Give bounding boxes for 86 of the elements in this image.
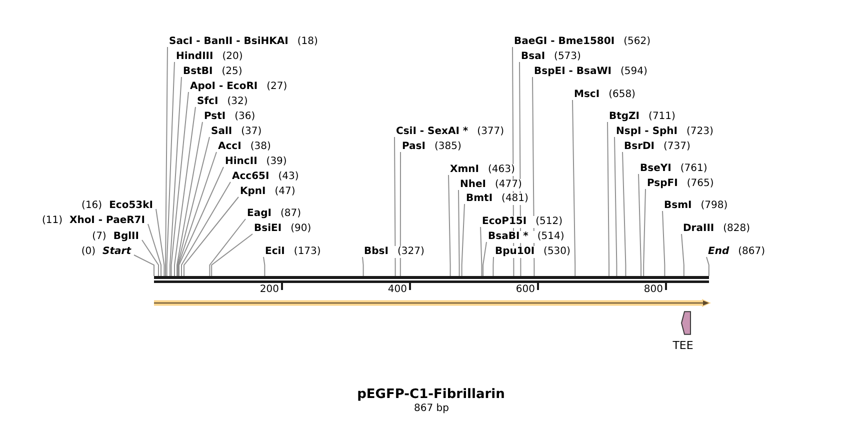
cut-site-label: Bpu10I (530) bbox=[495, 246, 570, 258]
cut-site-label: BsaI (573) bbox=[521, 51, 581, 63]
cut-site-label: BsrDI (737) bbox=[624, 141, 690, 153]
leader-line bbox=[519, 62, 522, 276]
end-label: End (867) bbox=[708, 246, 765, 258]
leader-line bbox=[448, 174, 451, 276]
cut-site-label: PstI (36) bbox=[204, 111, 256, 123]
cut-site-label: HincII (39) bbox=[225, 156, 287, 168]
cut-site-label: XmnI (463) bbox=[450, 164, 515, 176]
cut-site-label: (16) Eco53kI bbox=[82, 200, 153, 212]
dna-backbone bbox=[154, 276, 709, 283]
cut-site-label: BmtI (481) bbox=[466, 193, 528, 205]
leader-line bbox=[362, 256, 364, 276]
leader-line bbox=[461, 204, 465, 276]
cut-site-label: NheI (477) bbox=[460, 179, 522, 191]
leader-line bbox=[400, 152, 401, 276]
tick-label: 800 bbox=[644, 284, 663, 296]
cut-site-label: EagI (87) bbox=[247, 208, 301, 220]
cut-site-label: PspFI (765) bbox=[647, 178, 714, 190]
leader-line bbox=[643, 188, 646, 276]
leader-line bbox=[681, 234, 684, 276]
leader-line bbox=[211, 234, 253, 276]
leader-line bbox=[142, 240, 159, 276]
leader-line bbox=[638, 174, 642, 276]
leader-line bbox=[482, 242, 487, 276]
leader-line bbox=[170, 76, 182, 276]
cut-site-label: SalI (37) bbox=[211, 126, 262, 138]
leader-line bbox=[614, 136, 618, 276]
leader-line bbox=[184, 196, 239, 276]
cut-site-label: CsiI - SexAI * (377) bbox=[396, 126, 504, 138]
tick-label: 600 bbox=[516, 284, 535, 296]
cut-site-label: BtgZI (711) bbox=[609, 111, 676, 123]
leader-line bbox=[480, 226, 482, 276]
cut-site-label: KpnI (47) bbox=[240, 186, 296, 198]
cut-site-label: Acc65I (43) bbox=[232, 171, 299, 183]
cut-site-label: BbsI (327) bbox=[364, 246, 424, 258]
leader-line bbox=[706, 256, 710, 276]
cut-site-label: AccI (38) bbox=[218, 141, 271, 153]
leader-line bbox=[178, 152, 217, 276]
cut-site-label: BsaBI * (514) bbox=[488, 231, 564, 243]
leader-line bbox=[622, 152, 626, 276]
leader-line bbox=[607, 122, 610, 276]
feature-label: TEE bbox=[672, 339, 694, 352]
leader-line bbox=[572, 100, 576, 276]
cut-site-label: EcoP15I (512) bbox=[482, 216, 562, 228]
cut-site-label: BstBI (25) bbox=[183, 66, 242, 78]
cut-site-label: ApoI - EcoRI (27) bbox=[190, 81, 288, 93]
leader-line bbox=[156, 208, 165, 276]
cut-site-label: BspEI - BsaWI (594) bbox=[534, 66, 648, 78]
leader-line bbox=[178, 166, 224, 276]
cut-site-label: SfcI (32) bbox=[197, 96, 248, 108]
leader-line bbox=[134, 254, 154, 276]
leader-line bbox=[174, 106, 196, 276]
leader-line bbox=[170, 92, 189, 276]
leader-line bbox=[662, 210, 666, 276]
leader-line bbox=[492, 256, 494, 276]
leader-line bbox=[181, 182, 231, 276]
tick-label: 400 bbox=[388, 284, 407, 296]
cut-site-label: BseYI (761) bbox=[640, 163, 708, 175]
cut-site-label: DraIII (828) bbox=[683, 223, 750, 235]
leader-line bbox=[176, 122, 203, 276]
cut-site-label: (11) XhoI - PaeR7I bbox=[42, 215, 145, 227]
start-label: (0) Start bbox=[81, 246, 131, 258]
cut-site-label: SacI - BanII - BsiHKAI (18) bbox=[169, 36, 318, 48]
cut-site-label: MscI (658) bbox=[574, 89, 636, 101]
sequence-length: 867 bp bbox=[414, 403, 449, 415]
cut-site-label: (7) BglII bbox=[92, 231, 139, 243]
cut-site-label: BaeGI - Bme1580I (562) bbox=[514, 36, 650, 48]
leader-line bbox=[166, 62, 175, 276]
leader-line bbox=[394, 136, 396, 276]
cut-site-label: BsmI (798) bbox=[664, 200, 728, 212]
leader-line bbox=[165, 46, 168, 276]
leader-line bbox=[263, 256, 266, 276]
sequence-feature bbox=[154, 299, 711, 307]
cut-site-label: BsiEI (90) bbox=[254, 223, 312, 235]
leader-line bbox=[458, 190, 460, 276]
map-title: pEGFP-C1-Fibrillarin bbox=[357, 387, 505, 403]
leader-line bbox=[209, 218, 246, 276]
leader-line bbox=[532, 76, 535, 276]
tick-label: 200 bbox=[260, 284, 279, 296]
leader-line bbox=[148, 224, 162, 276]
cut-site-label: HindIII (20) bbox=[176, 51, 243, 63]
cut-site-label: EciI (173) bbox=[265, 246, 321, 258]
leader-line bbox=[177, 136, 210, 276]
cut-site-label: NspI - SphI (723) bbox=[616, 126, 714, 138]
cut-site-label: PasI (385) bbox=[402, 141, 462, 153]
